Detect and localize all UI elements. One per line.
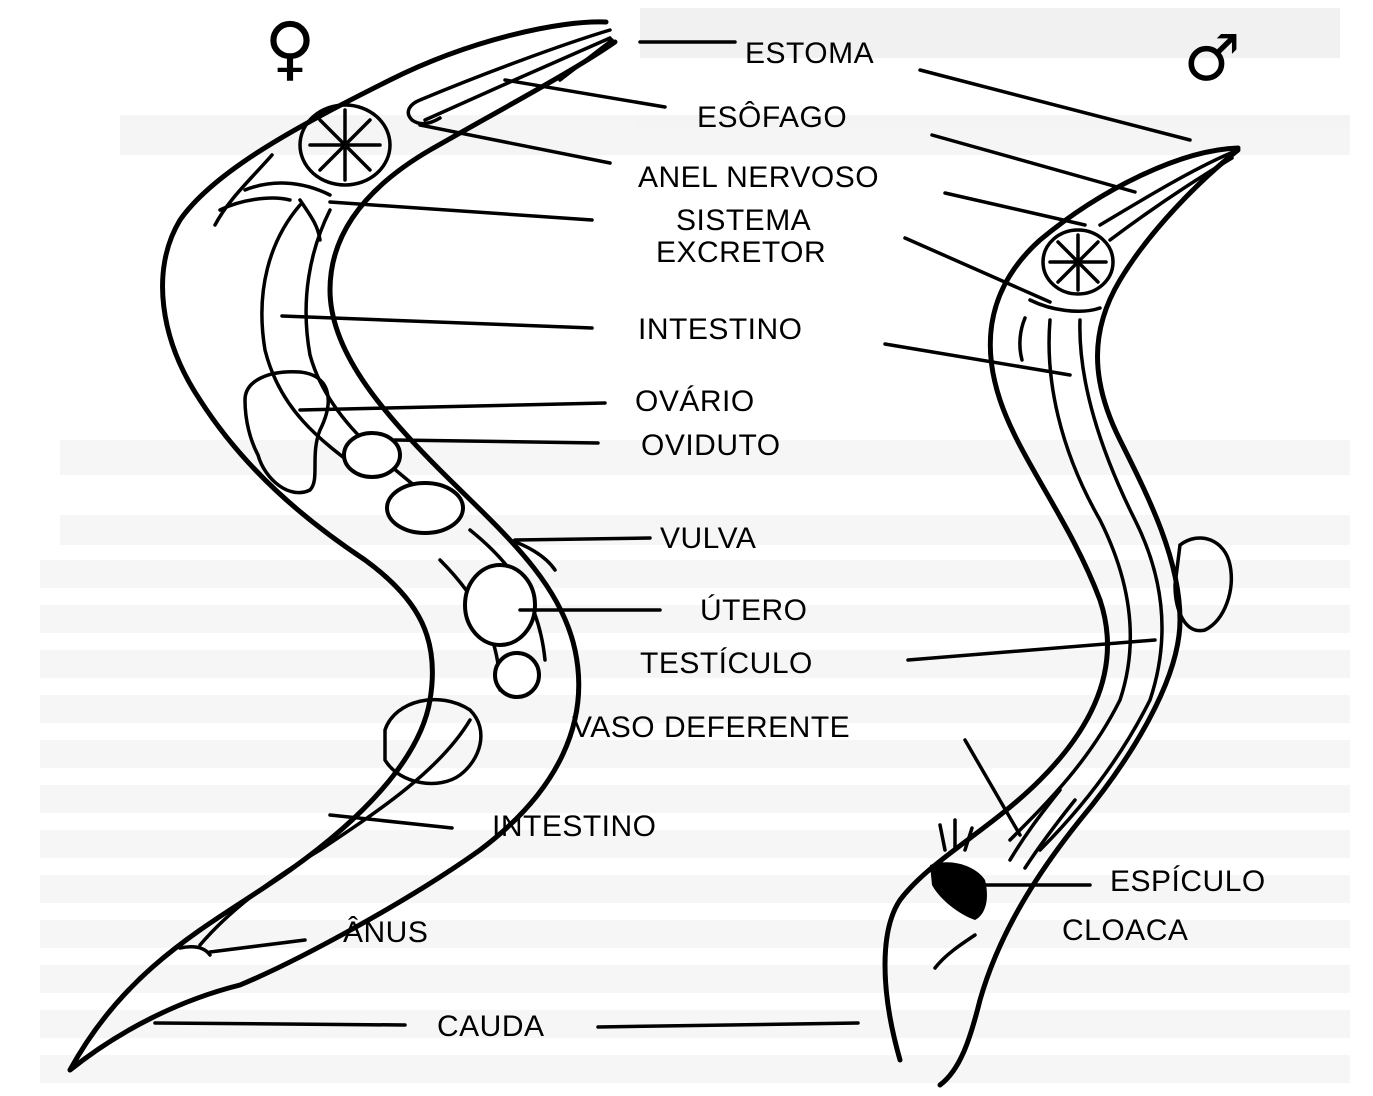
female-body-outline	[70, 22, 615, 1070]
label-espiculo: ESPÍCULO	[1110, 865, 1266, 898]
male-spicule	[930, 862, 987, 920]
label-anel-nervoso: ANEL NERVOSO	[638, 161, 879, 194]
female-egg	[465, 565, 535, 645]
label-vaso-deferente: VASO DEFERENTE	[572, 711, 850, 744]
label-sistema: SISTEMA	[676, 204, 811, 237]
label-intestino-lower: INTESTINO	[492, 810, 657, 843]
label-cloaca: CLOACA	[1062, 914, 1188, 947]
leader-sistema-excretor	[330, 202, 592, 220]
female-egg	[344, 433, 400, 477]
label-utero: ÚTERO	[700, 594, 808, 627]
male-symbol: ♂	[1183, 22, 1240, 96]
label-anus: ÂNUS	[343, 916, 428, 949]
label-esofago: ESÔFAGO	[697, 100, 847, 134]
label-excretor: EXCRETOR	[656, 236, 826, 269]
label-oviduto: OVIDUTO	[641, 429, 781, 462]
female-esophagus	[408, 30, 612, 124]
leader-vulva	[515, 538, 650, 540]
male-nerve-ring-detail	[1050, 235, 1106, 290]
label-intestino-upper: INTESTINO	[638, 313, 803, 346]
female-nerve-ring-detail	[310, 110, 380, 180]
label-testiculo: TESTÍCULO	[640, 647, 813, 680]
leader-intestino-upper-male	[885, 344, 1070, 375]
label-cauda: CAUDA	[437, 1010, 545, 1043]
leader-cauda-left	[155, 1023, 405, 1025]
label-ovario: OVÁRIO	[635, 385, 755, 418]
leader-sistema-excretor-male	[905, 238, 1050, 302]
female-symbol: ♀	[264, 7, 315, 89]
leader-intestino-upper	[282, 316, 592, 328]
leader-anel-nervoso-male	[945, 193, 1085, 225]
leader-ovario	[300, 403, 605, 410]
male-excretory-system	[1020, 300, 1100, 360]
label-vulva: VULVA	[660, 522, 756, 555]
female-egg	[495, 653, 539, 697]
label-estoma: ESTOMA	[745, 37, 874, 70]
female-anus	[180, 947, 210, 955]
female-egg	[387, 483, 463, 533]
